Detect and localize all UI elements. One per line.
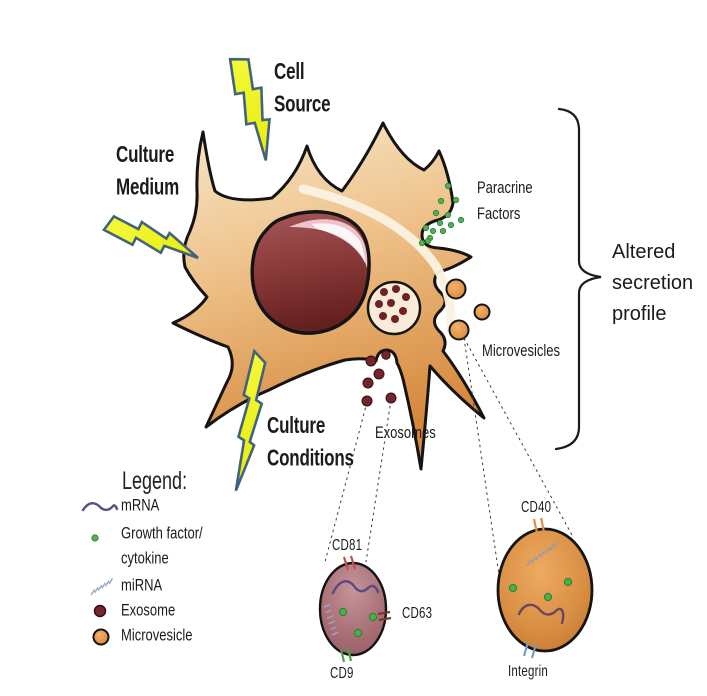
culture-medium-label: Culture Medium <box>116 141 180 200</box>
legend-item-mirna: miRNA <box>121 575 163 595</box>
cd9-label: CD9 <box>330 665 354 683</box>
microvesicle-circle-icon <box>92 628 110 646</box>
cd81-label: CD81 <box>332 537 363 555</box>
culture-conditions-label: Culture Conditions <box>267 412 354 471</box>
altered-secretion-profile-label: Altered secretion profile <box>612 241 694 325</box>
legend-item-growth-factor: Growth factor/ cytokine <box>121 523 203 568</box>
mirna-strand <box>323 603 339 636</box>
microvesicle-detail-vesicle <box>496 517 594 659</box>
cytoplasm-sheen <box>298 184 456 334</box>
paracrine-factor-dots <box>418 182 465 247</box>
cell-source-label: Cell Source <box>274 58 331 117</box>
legend-item-exosome: Exosome <box>121 600 176 620</box>
growth-factor-dots <box>508 577 573 602</box>
cd63-label: CD63 <box>402 605 433 623</box>
exosome-dot-icon <box>93 604 107 618</box>
growth-factor-dots <box>338 607 378 638</box>
legend-item-microvesicle: Microvesicle <box>121 625 193 645</box>
mirna-hatch-icon <box>90 578 114 596</box>
paracrine-factors-label: Paracrine Factors <box>477 177 533 224</box>
mirna-strand <box>526 541 559 567</box>
nucleus <box>250 210 371 335</box>
growth-factor-dot-icon <box>91 534 99 542</box>
exosomes-label: Exosomes <box>375 422 436 443</box>
legend-item-mrna: mRNA <box>121 495 160 515</box>
multivesicular-body <box>366 280 422 336</box>
integrin-marker <box>522 641 538 659</box>
legend-title: Legend: <box>122 466 188 495</box>
cd63-marker <box>377 610 392 622</box>
mrna-strand <box>331 580 380 595</box>
mrna-strand <box>517 603 565 625</box>
exosome-detail-vesicle <box>318 555 392 663</box>
integrin-label: Integrin <box>508 663 548 681</box>
cd40-marker <box>532 517 546 534</box>
cd81-marker <box>342 555 357 571</box>
cd40-label: CD40 <box>521 499 552 517</box>
mrna-squiggle-icon <box>81 502 119 512</box>
brace <box>554 107 602 451</box>
pointer-dashed-lines <box>324 337 573 576</box>
microvesicles-label: Microvesicles <box>482 340 561 361</box>
budding-microvesicles <box>445 278 491 341</box>
released-exosome-dots <box>361 350 397 407</box>
legend-icons <box>81 502 119 646</box>
cd9-marker <box>339 647 353 663</box>
